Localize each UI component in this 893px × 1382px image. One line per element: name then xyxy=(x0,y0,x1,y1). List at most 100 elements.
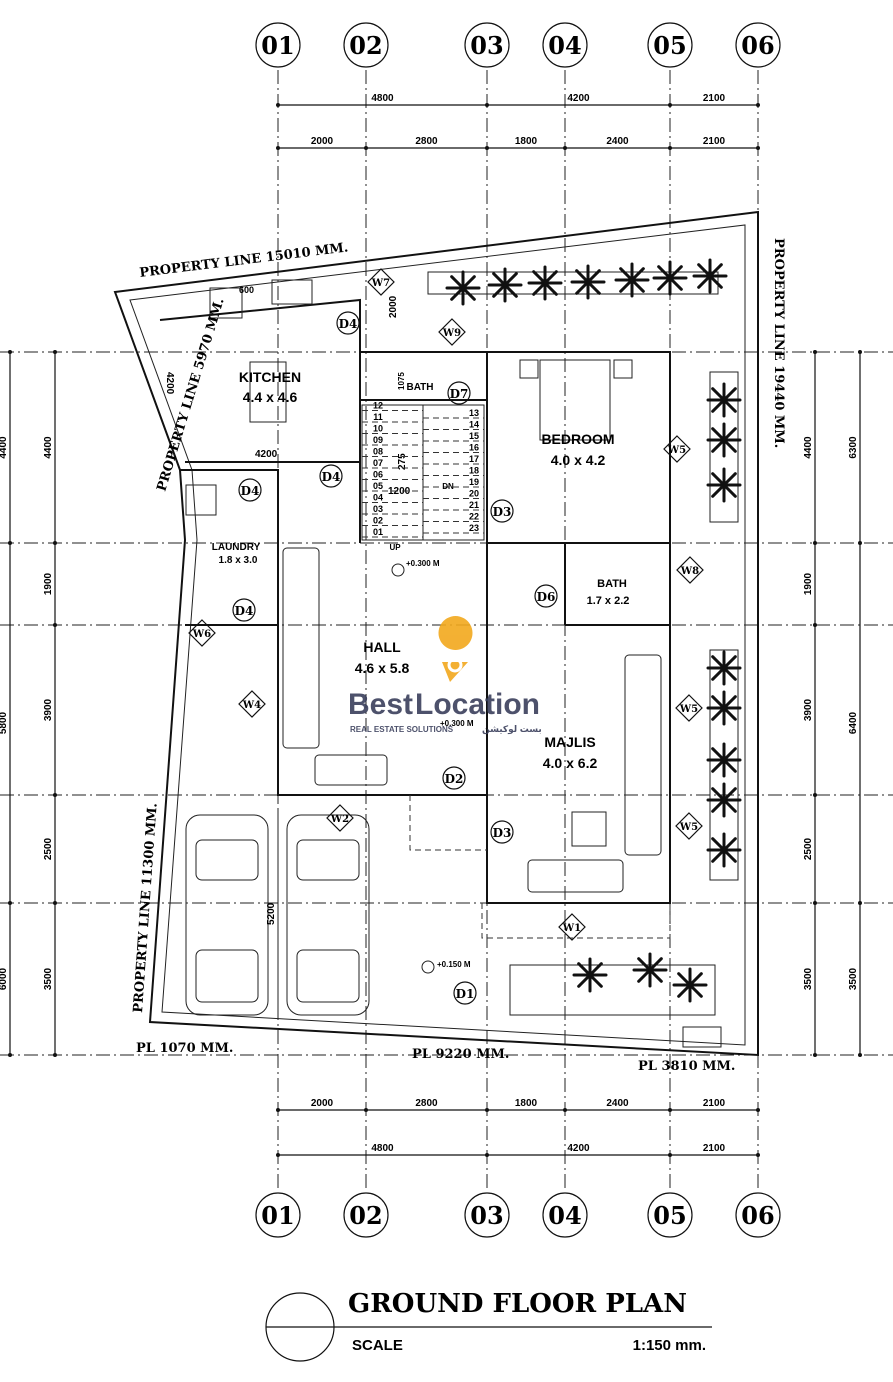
palm-frond xyxy=(711,398,726,413)
dim-value: 6300 xyxy=(848,436,859,459)
dim-value: 2400 xyxy=(606,1098,629,1109)
stair-step-number: 22 xyxy=(469,512,479,522)
palm-frond xyxy=(668,265,683,280)
door-tag-label: D4 xyxy=(322,470,341,484)
dim-tick xyxy=(756,103,760,107)
grid-label: 01 xyxy=(261,31,294,60)
door-tag xyxy=(442,766,466,790)
palm-frond xyxy=(708,263,723,278)
palm-frond xyxy=(722,438,737,453)
kitchen-depth-dim: 4200 xyxy=(164,372,175,395)
dim-value: 2800 xyxy=(415,136,438,147)
window-tag-label: W6 xyxy=(192,629,211,640)
palm-icon xyxy=(706,832,742,868)
dim-tick xyxy=(53,541,57,545)
dim-tick xyxy=(858,541,862,545)
palm-frond xyxy=(697,263,712,278)
dim-tick xyxy=(813,901,817,905)
drawing-title: GROUND FLOOR PLAN xyxy=(348,1289,687,1319)
stair-width-dim: 1200 xyxy=(388,486,411,497)
palm-frond xyxy=(722,472,737,487)
window-tag xyxy=(663,435,691,463)
dim-tick xyxy=(53,901,57,905)
palm-frond xyxy=(688,983,703,998)
palm-frond xyxy=(722,655,737,670)
room-kitchen-size: 4.4 x 4.6 xyxy=(243,389,298,405)
stair-step-number: 16 xyxy=(469,443,479,453)
room-laundry-name: LAUNDRY xyxy=(212,542,261,553)
dim-value: 4400 xyxy=(803,436,814,459)
dim-value: 4200 xyxy=(567,93,590,104)
stair-step-number: 20 xyxy=(469,489,479,499)
dim-value: 3500 xyxy=(848,967,859,990)
palm-frond xyxy=(543,270,558,285)
dim-tick xyxy=(276,1153,280,1157)
palm-frond xyxy=(492,272,507,287)
window-tag-label: W8 xyxy=(680,566,699,577)
logo-brand-location: Location xyxy=(415,688,540,721)
door-tag xyxy=(319,464,343,488)
stair-step-number: 18 xyxy=(469,466,479,476)
palm-frond xyxy=(711,483,726,498)
planter-right-2 xyxy=(709,649,739,881)
dim-value: 6400 xyxy=(848,711,859,734)
scale-value: 1:150 mm. xyxy=(633,1337,706,1354)
palm-frond xyxy=(722,747,737,762)
door-tag-label: D4 xyxy=(235,604,254,618)
dim-tick xyxy=(858,1053,862,1057)
palm-frond xyxy=(657,276,672,291)
palm-frond xyxy=(722,848,737,863)
palm-frond xyxy=(722,798,737,813)
level-majlis: +0.300 M xyxy=(440,719,474,728)
dim-value: 2100 xyxy=(703,93,726,104)
grid-label: 04 xyxy=(548,1201,581,1230)
grid-bubble xyxy=(255,1192,301,1238)
palm-icon xyxy=(614,262,650,298)
grid-label: 03 xyxy=(470,31,503,60)
palm-frond xyxy=(588,973,603,988)
dim-tick xyxy=(276,103,280,107)
boundary-inner xyxy=(129,224,746,1046)
palm-frond xyxy=(722,387,737,402)
dim-tick xyxy=(8,1053,12,1057)
palm-plants xyxy=(445,258,742,1003)
palm-frond xyxy=(630,267,645,282)
door-tag-label: D6 xyxy=(537,590,556,604)
dim-value: 2100 xyxy=(703,1143,726,1154)
dim-tick xyxy=(364,1108,368,1112)
dim-tick xyxy=(756,146,760,150)
stair-step-number: 03 xyxy=(373,504,383,514)
grid-label: 01 xyxy=(261,1201,294,1230)
palm-frond xyxy=(708,274,723,289)
palm-frond xyxy=(630,278,645,293)
door-tag xyxy=(534,584,558,608)
palm-frond xyxy=(492,283,507,298)
car-2 xyxy=(286,814,370,1016)
palm-frond xyxy=(722,758,737,773)
car-length-dim: 5200 xyxy=(266,902,277,925)
grid-bubble xyxy=(464,1192,510,1238)
palm-frond xyxy=(575,280,590,295)
grid-bubble xyxy=(343,22,389,68)
palm-frond xyxy=(648,957,663,972)
hall-sofa xyxy=(282,547,320,749)
dim-value: 1800 xyxy=(515,136,538,147)
dim-value: 4200 xyxy=(567,1143,590,1154)
grid-label: 04 xyxy=(548,31,581,60)
room-kitchen-name: KITCHEN xyxy=(239,369,301,385)
dim-value: 3500 xyxy=(803,967,814,990)
dim-tick xyxy=(276,146,280,150)
stair-step-number: 02 xyxy=(373,516,383,526)
dim-value: 2000 xyxy=(311,1098,334,1109)
stair-step-number: 01 xyxy=(373,527,383,537)
bath-width-dim: 1075 xyxy=(397,372,406,390)
dim-tick xyxy=(813,350,817,354)
dim-value: 2500 xyxy=(43,837,54,860)
grid-label: 05 xyxy=(653,1201,686,1230)
palm-frond xyxy=(711,695,726,710)
palm-frond xyxy=(711,798,726,813)
palm-frond xyxy=(575,269,590,284)
dim-tick xyxy=(53,793,57,797)
door-tag-label: D4 xyxy=(241,484,260,498)
